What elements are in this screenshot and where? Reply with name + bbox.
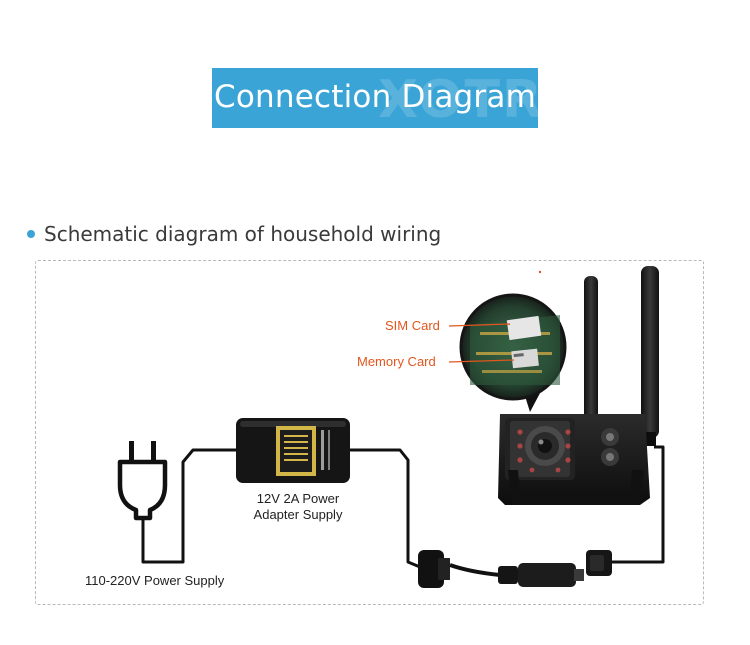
bullet-icon [27, 230, 35, 238]
sd-card-icon [511, 348, 539, 369]
callout-line-sim [448, 323, 511, 327]
section-heading-text: Schematic diagram of household wiring [44, 222, 442, 246]
label-power-supply: 110-220V Power Supply [85, 573, 225, 588]
cables [141, 445, 665, 569]
label-adapter: 12V 2A Power Adapter Supply [238, 491, 358, 523]
cable-adapter-to-connector [350, 448, 421, 569]
cable-camera-to-barrel [612, 445, 665, 564]
label-memory-card: Memory Card [357, 354, 436, 369]
label-adapter-line1: 12V 2A Power [256, 491, 340, 506]
power-plug-icon [117, 441, 168, 521]
antenna-icon [584, 266, 659, 446]
title-banner: XOTR Connection Diagram [212, 68, 538, 128]
banner-watermark: XOTR [378, 70, 538, 128]
page-title: Connection Diagram [214, 79, 536, 115]
dc-connector-icon [418, 550, 612, 588]
cable-plug-to-adapter [141, 448, 236, 564]
power-adapter-icon [236, 418, 350, 483]
sim-card-icon [506, 315, 542, 341]
callout-line-memory [448, 359, 515, 363]
label-adapter-line2: Adapter Supply [253, 507, 343, 522]
diagram-frame [35, 260, 704, 605]
card-slot-zoom [459, 270, 567, 412]
camera-icon [498, 414, 650, 505]
label-sim-card: SIM Card [385, 318, 440, 333]
section-heading: Schematic diagram of household wiring [27, 222, 441, 246]
